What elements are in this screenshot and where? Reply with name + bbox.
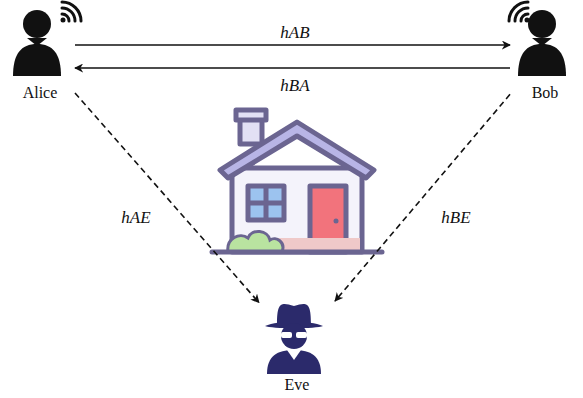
person-icon (5, 2, 69, 82)
channel-label: hAB (278, 23, 311, 43)
person-icon (510, 2, 574, 82)
actor-node: Alice (5, 2, 75, 104)
channel-label: hBE (439, 208, 472, 228)
channel-label: hBA (278, 76, 311, 96)
eavesdrop-channel (335, 94, 510, 301)
actor-node: Bob (510, 2, 580, 104)
actor-node: Eve (259, 296, 335, 396)
main-channel (75, 67, 510, 69)
actor-name: Alice (5, 84, 75, 102)
actor-name: Eve (259, 376, 335, 394)
main-channel (75, 44, 510, 46)
actor-name: Bob (510, 84, 580, 102)
spy-icon (259, 296, 329, 376)
eavesdrop-channel (75, 93, 259, 303)
channel-label: hAE (119, 208, 152, 228)
